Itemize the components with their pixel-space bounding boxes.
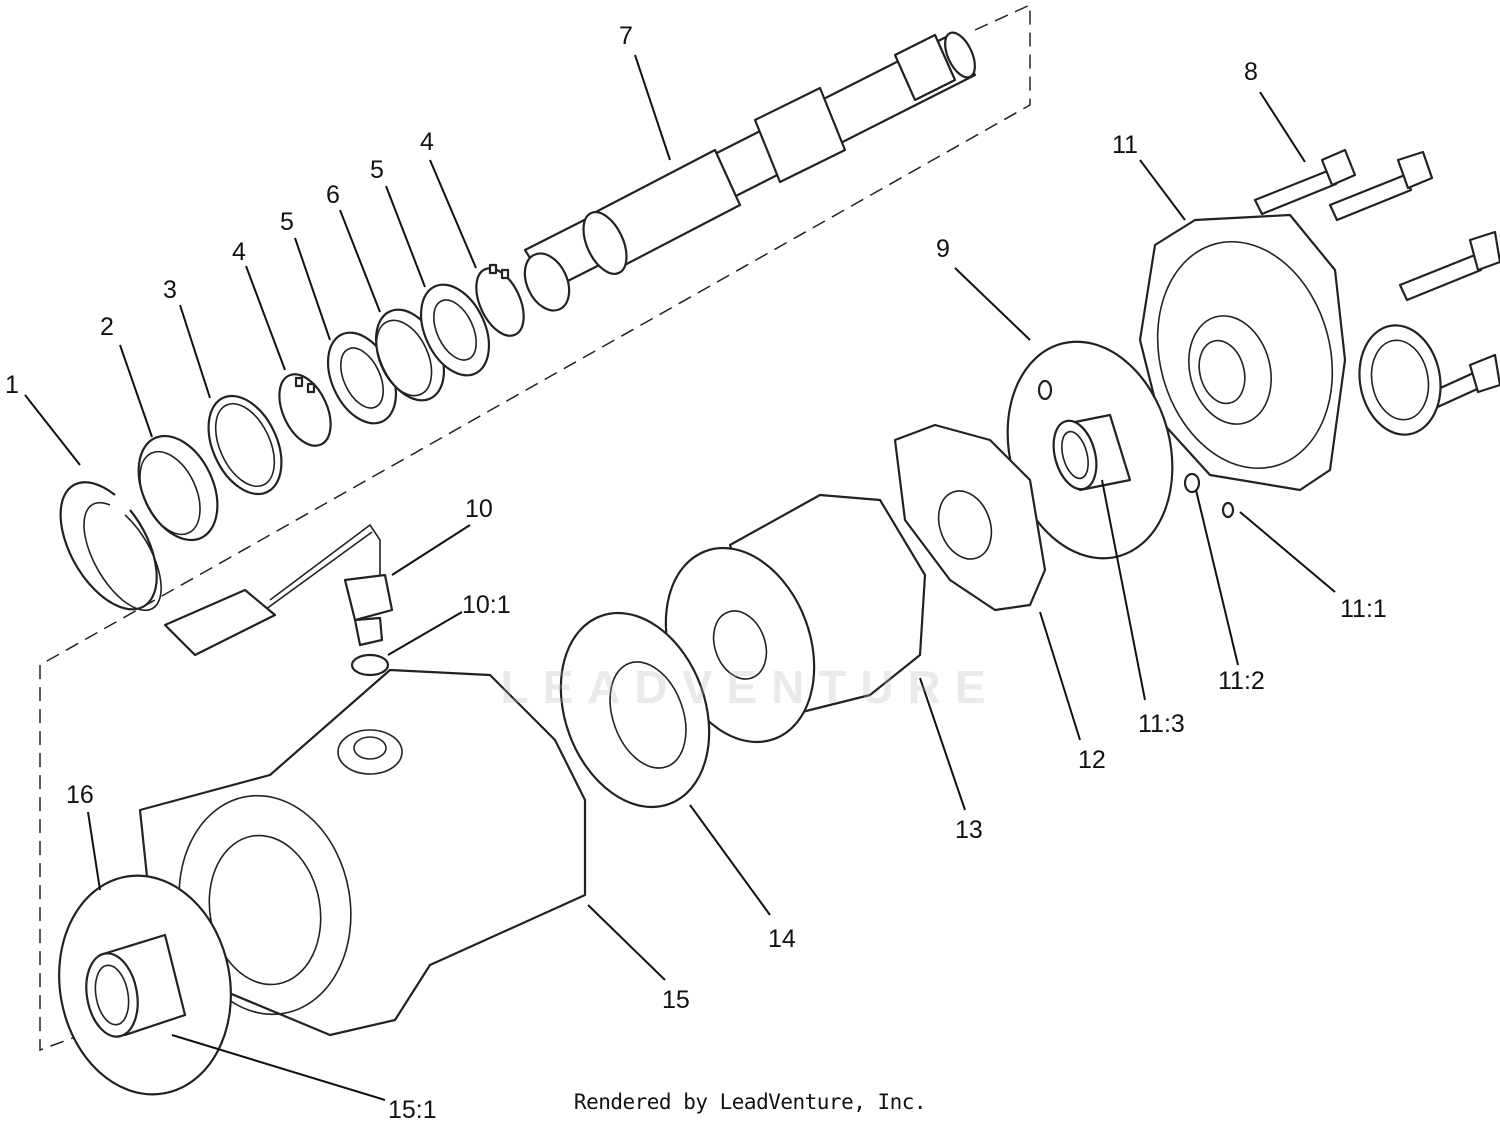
part-14-swash-plate (559, 611, 711, 809)
callout-11-1: 11:1 (1340, 595, 1387, 623)
callout-6: 6 (326, 181, 340, 209)
callout-15-1: 15:1 (388, 1096, 437, 1124)
callout-16: 16 (66, 781, 94, 809)
part-7-splined-shaft (523, 31, 977, 312)
callout-10: 10 (465, 495, 493, 523)
part-4-snap-ring-2 (475, 263, 525, 337)
part-15-1-needle-bearing (85, 933, 187, 1038)
callout-8: 8 (1244, 58, 1258, 86)
callout-9: 9 (936, 235, 950, 263)
part-10-speed-sensor (163, 523, 394, 657)
callout-2: 2 (100, 313, 114, 341)
part-10-1-o-ring (350, 653, 390, 677)
part-11-3-needle-bearing (1037, 379, 1132, 492)
callout-5: 5 (280, 208, 294, 236)
part-4-snap-ring (278, 373, 332, 447)
footer-credit: Rendered by LeadVenture, Inc. (573, 1090, 927, 1114)
part-2-bushing (137, 434, 219, 542)
callout-12: 12 (1078, 746, 1106, 774)
part-5-thrust-washer-2 (419, 283, 491, 377)
callout-7: 7 (619, 22, 633, 50)
callout-4-second: 4 (420, 128, 434, 156)
part-1-retaining-ring (59, 481, 162, 612)
callout-11-3: 11:3 (1138, 710, 1185, 738)
part-11-2-pin (1183, 472, 1201, 494)
part-12-valve-plate (893, 423, 1047, 612)
callout-13: 13 (955, 816, 983, 844)
callout-labels: 1 2 3 4 5 6 5 4 7 8 11 9 10 10:1 11:1 11… (5, 22, 1387, 1124)
dashed-reference-outline (39, 3, 1031, 1052)
callout-11: 11 (1112, 131, 1138, 159)
callout-3: 3 (163, 276, 177, 304)
callout-15: 15 (662, 986, 690, 1014)
part-3-washer (207, 394, 283, 496)
callout-14: 14 (768, 925, 796, 953)
callout-1: 1 (5, 371, 19, 399)
part-11-1-pin (1221, 501, 1235, 519)
leader-lines (24, 54, 1336, 1101)
callout-10-1: 10:1 (462, 591, 511, 619)
part-8-bolts (1253, 148, 1500, 412)
callout-4: 4 (232, 238, 246, 266)
part-11-end-cap (1138, 213, 1442, 492)
callout-11-2: 11:2 (1218, 667, 1265, 695)
callout-5-second: 5 (370, 156, 384, 184)
